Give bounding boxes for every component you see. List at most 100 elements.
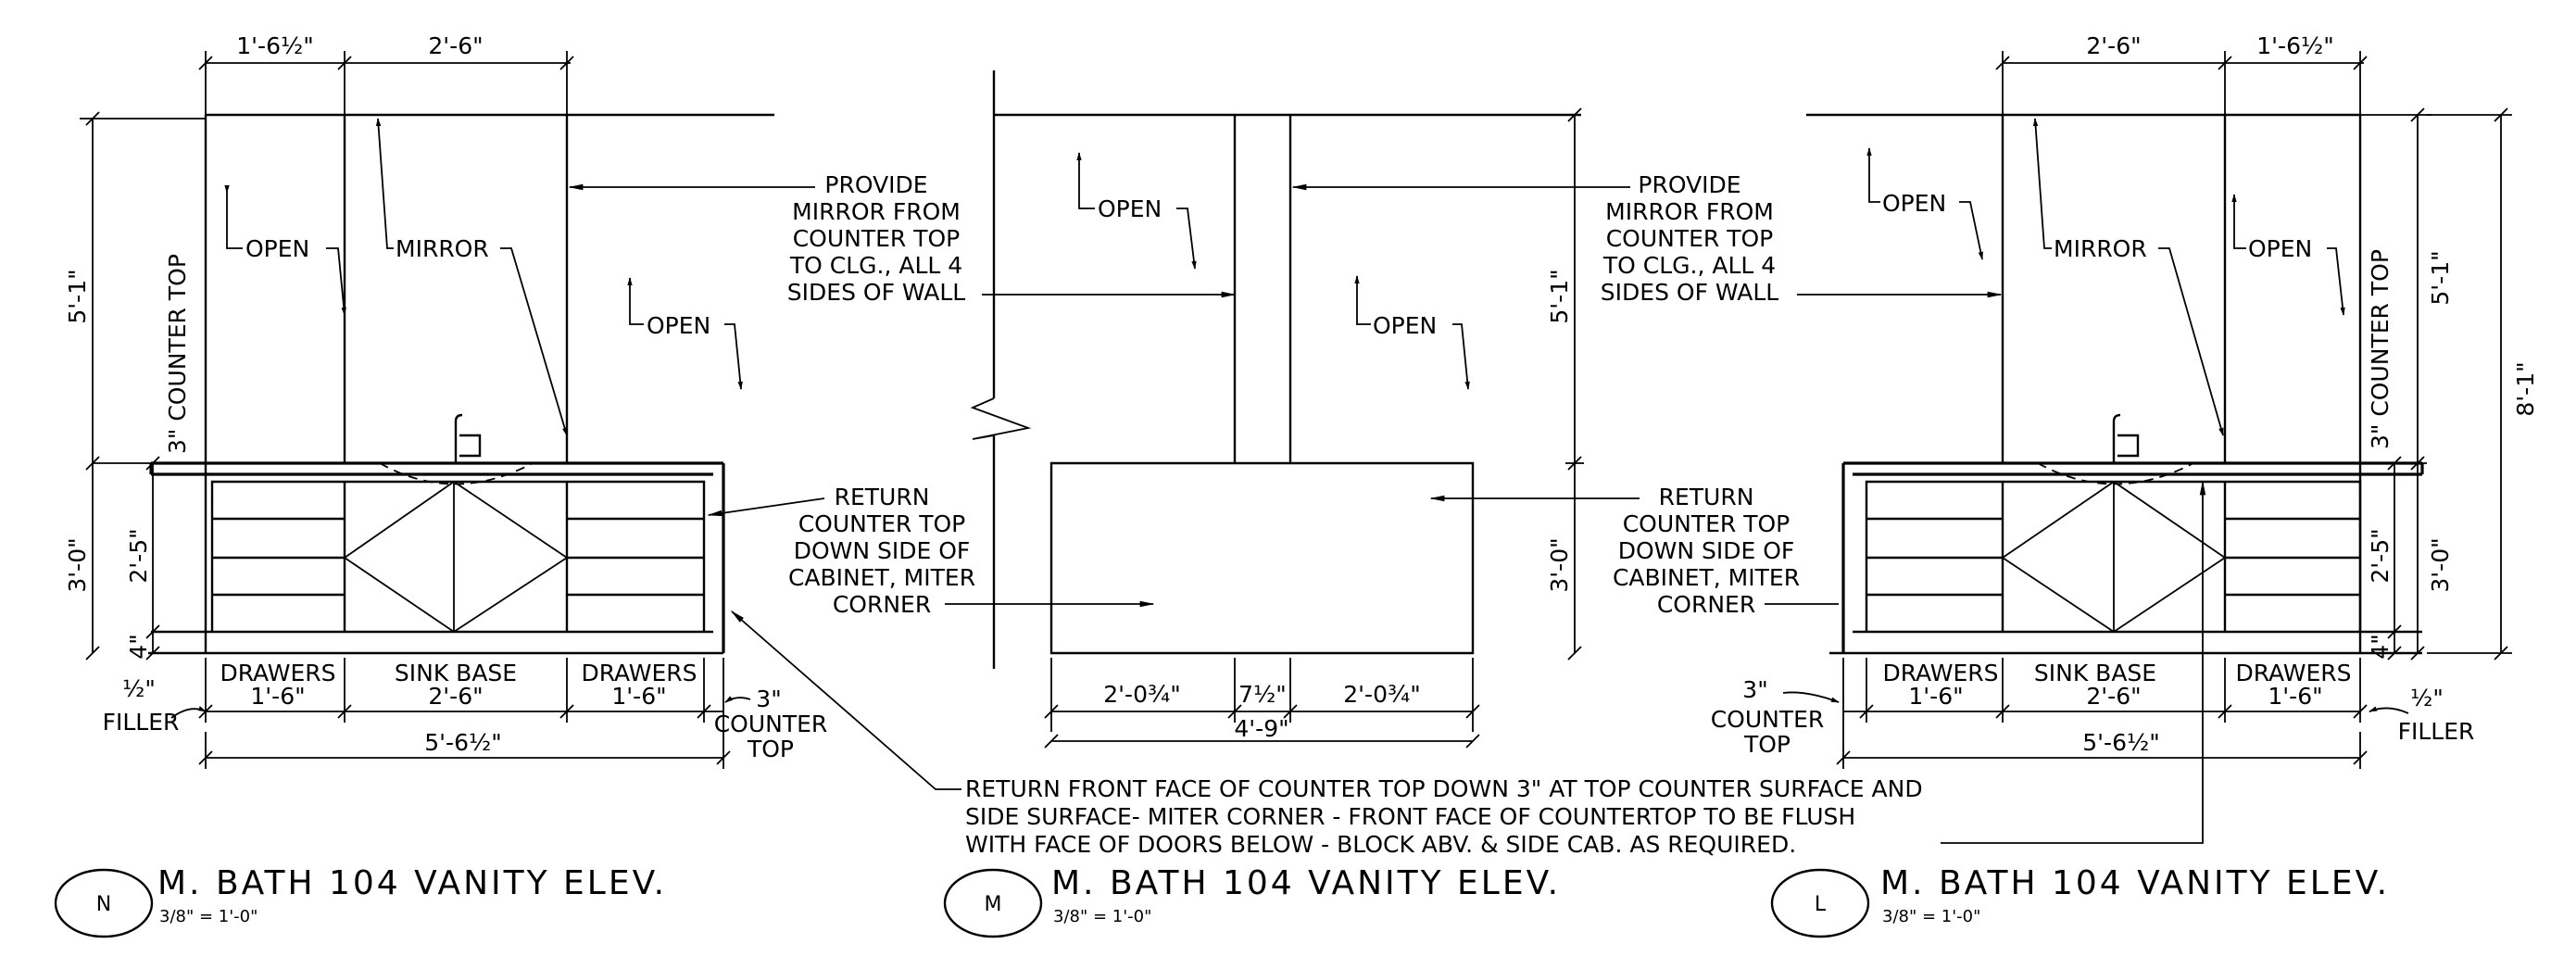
sink-door-diagonals xyxy=(2001,481,2227,633)
note-text: 3" xyxy=(756,686,781,712)
open-label: OPEN xyxy=(2248,235,2312,262)
dim-text: 5'-1" xyxy=(1546,269,1573,323)
section-tag: N xyxy=(96,893,111,916)
dim-bottom: 1'-6" 2'-6" 1'-6" 5'-6½" xyxy=(1836,658,2368,769)
note-line: DOWN SIDE OF xyxy=(1618,537,1795,564)
dim-text: 3'-0" xyxy=(1546,537,1573,592)
dim-text: 5'-1" xyxy=(2427,250,2454,305)
cabinet-outline xyxy=(1829,480,2422,655)
note-line: DOWN SIDE OF xyxy=(794,537,971,564)
open-label: OPEN xyxy=(1882,190,1946,217)
note-line: RETURN FRONT FACE OF COUNTER TOP DOWN 3"… xyxy=(965,775,1923,802)
label-open-right: OPEN xyxy=(630,278,741,389)
note-line: SIDES OF WALL xyxy=(1601,279,1778,306)
drawers-label: DRAWERS xyxy=(1882,660,1998,686)
cabinet-divisions xyxy=(212,482,704,632)
dim-text: 1'-6" xyxy=(2268,683,2322,710)
note-text: COUNTER xyxy=(714,711,828,737)
section-tag-circle xyxy=(943,868,1043,938)
note-line: TO CLG., ALL 4 xyxy=(1602,252,1776,279)
elevation-l: OPEN MIRROR OPEN 2'-6" 1'-6½" 3" COUNTER… xyxy=(1711,32,2539,938)
elevation-title-l: L M. BATH 104 VANITY ELEV. 3/8" = 1'-0" xyxy=(1770,864,2390,938)
dim-text: 5'-6½" xyxy=(424,729,501,756)
note-line: COUNTER TOP xyxy=(793,225,961,252)
drawers-label: DRAWERS xyxy=(220,660,335,686)
elevation-scale: 3/8" = 1'-0" xyxy=(159,907,258,926)
sink-base-label: SINK BASE xyxy=(2034,660,2156,686)
filler-note: ½" FILLER xyxy=(2369,685,2474,745)
faucet-icon xyxy=(2112,413,2140,463)
note-line: MIRROR FROM xyxy=(792,198,961,225)
label-mirror: MIRROR xyxy=(378,119,567,435)
note-line: PROVIDE xyxy=(1638,171,1740,198)
dim-top: 1'-6½" 2'-6" xyxy=(198,32,574,115)
label-open-right: OPEN xyxy=(1357,276,1468,389)
note-line: CORNER xyxy=(1657,591,1755,618)
break-line xyxy=(970,397,1032,440)
dim-text: 1'-6½" xyxy=(2256,32,2333,59)
dim-text: 2'-5" xyxy=(125,528,152,583)
dim-text: 1'-6" xyxy=(611,683,666,710)
dim-text: 3'-0" xyxy=(2427,537,2454,592)
note-line: WITH FACE OF DOORS BELOW - BLOCK ABV. & … xyxy=(965,831,1796,858)
mirror-label: MIRROR xyxy=(2054,235,2147,262)
wall-outline xyxy=(992,70,1581,669)
sink-bowl xyxy=(2037,462,2194,485)
dim-text: 2'-0¾" xyxy=(1103,681,1180,708)
counter-top-note: 3" COUNTER TOP xyxy=(714,686,828,762)
note-line: RETURN xyxy=(1659,484,1754,510)
elevation-title-m: M M. BATH 104 VANITY ELEV. 3/8" = 1'-0" xyxy=(943,864,1561,938)
note-line: SIDES OF WALL xyxy=(787,279,965,306)
note-line: TO CLG., ALL 4 xyxy=(789,252,962,279)
filler-label: FILLER xyxy=(103,709,180,736)
note-line: SIDE SURFACE- MITER CORNER - FRONT FACE … xyxy=(965,803,1855,830)
note-text: COUNTER xyxy=(1711,706,1825,733)
wall-outline xyxy=(204,113,774,653)
elevation-n: OPEN MIRROR OPEN 1'-6½" 2'-6" 5'-1" 3'-0… xyxy=(54,32,828,938)
section-tag-circle xyxy=(1770,868,1870,938)
dim-text: 3" COUNTER TOP xyxy=(164,254,191,454)
dim-text: 2'-6" xyxy=(2086,683,2141,710)
elevation-title: M. BATH 104 VANITY ELEV. xyxy=(1051,864,1561,902)
note-text: 3" xyxy=(1742,676,1767,703)
section-tag-circle xyxy=(54,868,154,938)
dim-text: 8'-1" xyxy=(2512,361,2539,416)
cabinet-outline xyxy=(148,480,723,655)
dim-text: 4" xyxy=(2367,634,2394,659)
sink-base-label: SINK BASE xyxy=(395,660,517,686)
label-open-right: OPEN xyxy=(2234,195,2344,315)
note-line: CABINET, MITER xyxy=(1613,564,1800,591)
dim-top: 2'-6" 1'-6½" xyxy=(1995,32,2368,115)
filler-label: FILLER xyxy=(2398,718,2475,745)
label-open-left: OPEN xyxy=(1079,153,1195,269)
section-tag: L xyxy=(1815,893,1827,916)
elevation-title: M. BATH 104 VANITY ELEV. xyxy=(157,864,667,902)
elevation-title: M. BATH 104 VANITY ELEV. xyxy=(1880,864,2390,902)
open-label: OPEN xyxy=(647,312,710,339)
note-line: COUNTER TOP xyxy=(1623,510,1791,537)
note-mirror-1: PROVIDE MIRROR FROM COUNTER TOP TO CLG.,… xyxy=(568,171,1237,306)
note-return-1: RETURN COUNTER TOP DOWN SIDE OF CABINET,… xyxy=(707,484,1155,618)
counter-top-note: 3" COUNTER TOP xyxy=(1711,676,1840,758)
sink-bowl xyxy=(379,462,534,485)
label-open-left: OPEN xyxy=(224,184,345,315)
elevation-scale: 3/8" = 1'-0" xyxy=(1053,907,1151,926)
elevation-title-n: N M. BATH 104 VANITY ELEV. 3/8" = 1'-0" xyxy=(54,864,667,938)
dim-right: 3" COUNTER TOP 5'-1" 3'-0" 2'-5" 4" 8'-1… xyxy=(2360,107,2539,661)
elevation-m: OPEN OPEN 5'-1" 3'-0" 2'-0¾" 7½" 2'-0¾" … xyxy=(943,70,1584,938)
faucet-icon xyxy=(454,413,482,463)
dim-text: 2'-0¾" xyxy=(1343,681,1420,708)
drawers-label: DRAWERS xyxy=(581,660,697,686)
mirror-label: MIRROR xyxy=(396,235,489,262)
label-open-left: OPEN xyxy=(1869,148,1982,259)
note-line: MIRROR FROM xyxy=(1605,198,1774,225)
countertop xyxy=(149,461,725,653)
note-mirror-2: PROVIDE MIRROR FROM COUNTER TOP TO CLG.,… xyxy=(1291,171,2003,306)
base-cabinet xyxy=(1049,461,1475,655)
dim-text: 2'-6" xyxy=(428,683,483,710)
countertop xyxy=(1841,461,2424,653)
label-mirror: MIRROR xyxy=(2035,119,2223,435)
dim-text: 1'-6" xyxy=(1908,683,1963,710)
dim-text: 1'-6½" xyxy=(236,32,313,59)
